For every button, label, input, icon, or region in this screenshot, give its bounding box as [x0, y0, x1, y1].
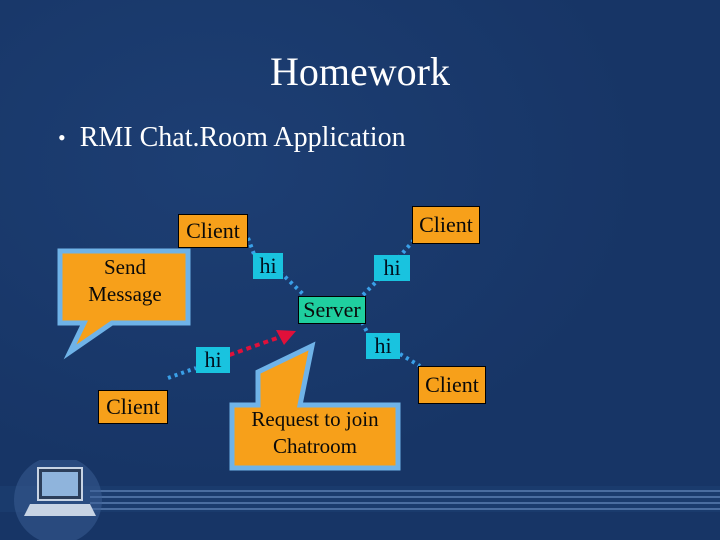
send-message-callout: Send Message: [62, 254, 188, 309]
send-callout-line-2: Message: [88, 282, 162, 307]
message-hi-2: hi: [374, 255, 410, 281]
link-hi-1-server: [278, 270, 307, 298]
link-hi-2-server: [360, 276, 382, 298]
client-box-top-right: Client: [412, 206, 480, 244]
request-callout-shape: [229, 341, 401, 471]
message-hi-4: hi: [196, 347, 230, 373]
link-server-hi-3: [360, 321, 370, 335]
request-callout-line-2: Chatroom: [273, 434, 357, 459]
client-box-top-left: Client: [178, 214, 248, 248]
message-hi-1: hi: [253, 253, 283, 279]
bullet-text: RMI Chat.Room Application: [79, 122, 406, 153]
binary-pattern: [90, 490, 720, 510]
send-message-callout-shape: [57, 248, 191, 360]
send-arrow-head: [276, 330, 296, 345]
link-client-bottom-left-hi: [167, 366, 197, 380]
server-box: Server: [298, 296, 366, 324]
laptop-icon: [24, 467, 96, 516]
slide-title: Homework: [270, 49, 450, 94]
request-callout-line-1: Request to join: [251, 407, 379, 431]
request-callout: Request to join Chatroom: [234, 406, 396, 461]
footer-decoration: [0, 460, 720, 540]
client-box-bottom-left: Client: [98, 390, 168, 424]
bullet-item: • RMI Chat.Room Application: [58, 122, 406, 154]
message-hi-3: hi: [366, 333, 400, 359]
link-hi-3-client-right: [398, 352, 422, 368]
client-box-right: Client: [418, 366, 486, 404]
send-callout-line-1: Send: [104, 255, 146, 279]
bullet-dot: •: [58, 125, 66, 150]
